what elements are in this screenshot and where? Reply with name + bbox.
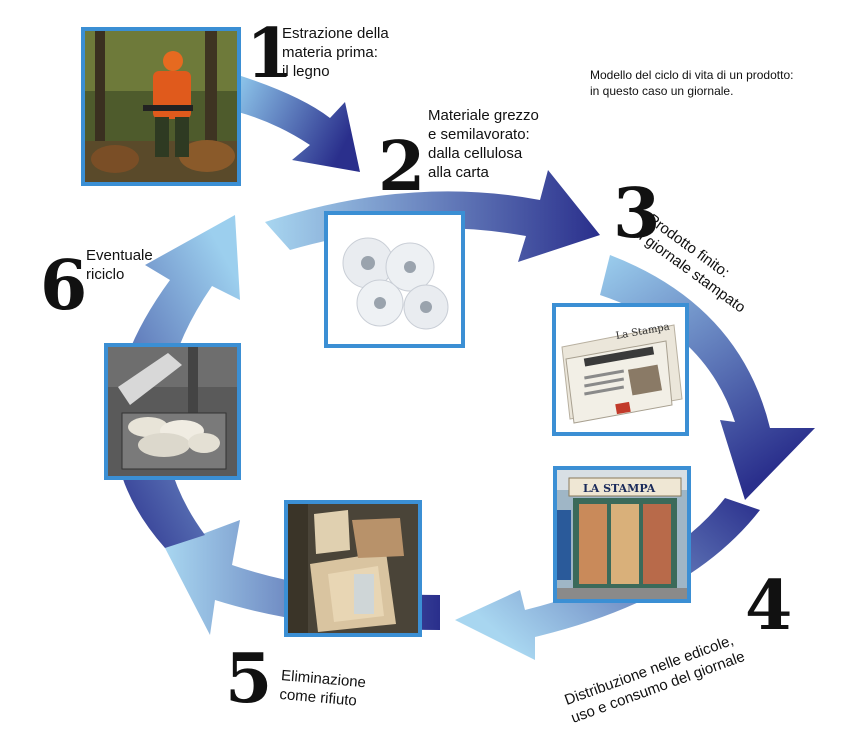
step-number-4: 4	[745, 566, 793, 646]
waste-cardboard-photo	[284, 500, 422, 637]
kiosk-sign: LA STAMPA	[583, 482, 656, 495]
step-label-1: Estrazione della materia prima: il legno	[282, 25, 389, 80]
recycling-photo	[104, 343, 241, 480]
newsstand-photo: LA STAMPA	[553, 466, 691, 603]
lumberjack-photo	[81, 27, 241, 186]
arrow-4-to-5	[455, 498, 760, 660]
step-number-2: 2	[378, 127, 426, 207]
step-label-2: Materiale grezzo e semilavorato: dalla c…	[428, 107, 539, 181]
paper-rolls-photo	[324, 211, 465, 348]
step-number-6: 6	[40, 246, 88, 326]
step-label-6: Eventuale riciclo	[86, 247, 153, 283]
arrow-1-to-2	[238, 75, 360, 172]
step-number-5: 5	[225, 639, 273, 719]
step-number-3: 3	[613, 174, 661, 254]
step-number-1: 1	[246, 14, 294, 94]
diagram-caption: Modello del ciclo di vita di un prodotto…	[590, 68, 794, 98]
step-label-5: Eliminazione come rifiuto	[278, 666, 367, 710]
newspapers-photo: La Stampa	[552, 303, 689, 436]
